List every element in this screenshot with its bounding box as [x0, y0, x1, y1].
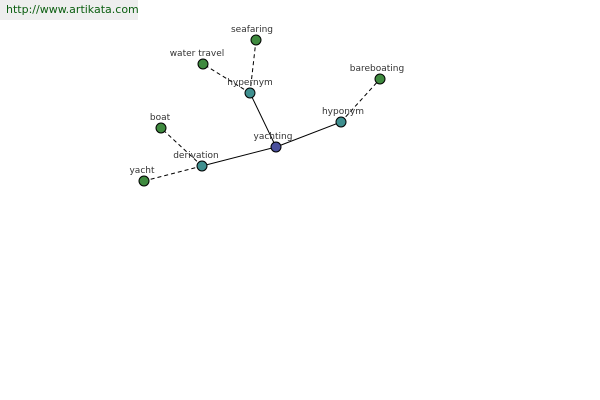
node-bareboating[interactable] — [374, 73, 386, 85]
label-boat: boat — [150, 113, 171, 123]
node-boat[interactable] — [155, 122, 167, 134]
label-hypernym: hypernym — [227, 78, 273, 88]
node-yacht[interactable] — [138, 175, 150, 187]
label-hyponym: hyponym — [322, 107, 364, 117]
node-hypernym[interactable] — [244, 87, 256, 99]
edge-derivation-yacht — [143, 165, 203, 182]
graph-edges — [143, 39, 381, 182]
label-seafaring: seafaring — [231, 25, 273, 35]
node-derivation[interactable] — [196, 160, 208, 172]
graph-labels: yachting hypernym hyponym derivation sea… — [129, 25, 404, 176]
label-bareboating: bareboating — [350, 64, 404, 74]
edge-hypernym-water-travel — [202, 63, 251, 94]
node-hyponym[interactable] — [335, 116, 347, 128]
node-yachting[interactable] — [270, 141, 282, 153]
edge-yachting-hypernym — [249, 92, 277, 148]
label-yachting: yachting — [254, 132, 293, 142]
site-url-banner[interactable]: http://www.artikata.com — [0, 0, 139, 20]
edge-hypernym-seafaring — [249, 39, 257, 94]
node-seafaring[interactable] — [250, 34, 262, 46]
label-yacht: yacht — [129, 166, 154, 176]
edge-yachting-hyponym — [275, 121, 342, 148]
label-water-travel: water travel — [170, 49, 225, 59]
edge-yachting-derivation — [201, 146, 277, 167]
label-derivation: derivation — [173, 151, 219, 161]
edge-derivation-boat — [160, 127, 203, 167]
edge-hyponym-bareboating — [340, 78, 381, 123]
graph-nodes — [138, 34, 386, 187]
node-water-travel[interactable] — [197, 58, 209, 70]
